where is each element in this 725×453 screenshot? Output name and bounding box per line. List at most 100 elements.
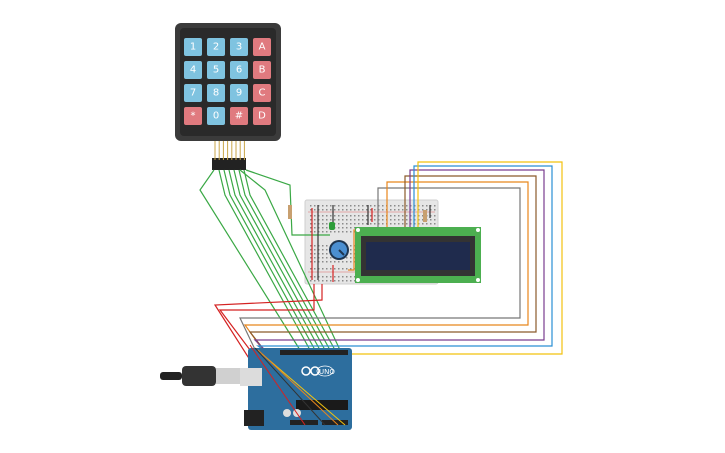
breadboard-hole (310, 257, 312, 259)
breadboard-hole (350, 261, 352, 263)
breadboard-hole (390, 209, 392, 211)
breadboard-hole (422, 219, 424, 221)
key-label: # (235, 111, 243, 122)
breadboard-hole (354, 253, 356, 255)
key-D[interactable] (253, 107, 271, 125)
breadboard-hole (310, 215, 312, 217)
lcd-screen (366, 242, 470, 270)
breadboard-hole (418, 219, 420, 221)
power-header (290, 420, 318, 425)
breadboard-hole (422, 223, 424, 225)
key-B[interactable] (253, 61, 271, 79)
key-1[interactable] (184, 38, 202, 56)
resistor-keypad[interactable] (288, 205, 292, 219)
key-label: A (259, 42, 266, 53)
breadboard-hole (330, 268, 332, 270)
breadboard-hole (354, 205, 356, 207)
uno-label: UNO (319, 368, 335, 376)
key-8[interactable] (207, 84, 225, 102)
breadboard-hole (350, 205, 352, 207)
breadboard-hole (430, 219, 432, 221)
key-4[interactable] (184, 61, 202, 79)
breadboard-hole (402, 223, 404, 225)
breadboard-hole (370, 205, 372, 207)
breadboard-hole (366, 215, 368, 217)
breadboard-hole (338, 219, 340, 221)
breadboard-hole (338, 209, 340, 211)
breadboard-hole (334, 205, 336, 207)
breadboard-hole (338, 231, 340, 233)
wire-keypad-1 (199, 169, 301, 351)
key-*[interactable] (184, 107, 202, 125)
breadboard-hole (314, 205, 316, 207)
breadboard-hole (318, 268, 320, 270)
key-#[interactable] (230, 107, 248, 125)
arduino-uno[interactable]: UNO (240, 348, 352, 430)
key-2[interactable] (207, 38, 225, 56)
potentiometer[interactable] (329, 240, 349, 260)
breadboard-hole (342, 231, 344, 233)
breadboard-hole (366, 209, 368, 211)
led[interactable] (329, 222, 335, 230)
breadboard-hole (382, 215, 384, 217)
key-C[interactable] (253, 84, 271, 102)
breadboard-hole (342, 215, 344, 217)
breadboard-hole (314, 219, 316, 221)
breadboard-hole (366, 205, 368, 207)
breadboard-hole (322, 261, 324, 263)
key-7[interactable] (184, 84, 202, 102)
breadboard-hole (318, 227, 320, 229)
breadboard-hole (310, 261, 312, 263)
resistor-lcd[interactable] (423, 210, 427, 222)
breadboard-hole (334, 280, 336, 282)
breadboard-hole (382, 219, 384, 221)
arduino-logo (301, 366, 311, 376)
breadboard-hole (342, 261, 344, 263)
breadboard-hole (330, 276, 332, 278)
breadboard-hole (382, 209, 384, 211)
key-0[interactable] (207, 107, 225, 125)
breadboard-hole (322, 280, 324, 282)
breadboard-hole (354, 261, 356, 263)
breadboard-hole (426, 223, 428, 225)
breadboard-hole (342, 268, 344, 270)
breadboard-hole (406, 205, 408, 207)
breadboard-hole (326, 249, 328, 251)
key-label: 4 (190, 65, 196, 76)
breadboard-hole (342, 280, 344, 282)
wire-over-3 (254, 347, 326, 426)
breadboard-hole (318, 253, 320, 255)
breadboard-hole (322, 257, 324, 259)
breadboard-hole (334, 276, 336, 278)
lcd-display[interactable] (355, 227, 481, 283)
breadboard-hole (390, 215, 392, 217)
breadboard-hole (314, 227, 316, 229)
breadboard-hole (354, 280, 356, 282)
breadboard-hole (322, 215, 324, 217)
breadboard-hole (326, 253, 328, 255)
key-6[interactable] (230, 61, 248, 79)
breadboard-hole (362, 223, 364, 225)
key-5[interactable] (207, 61, 225, 79)
breadboard-hole (354, 219, 356, 221)
key-3[interactable] (230, 38, 248, 56)
breadboard-hole (398, 215, 400, 217)
wire-keypad-5 (233, 169, 326, 351)
breadboard-hole (394, 223, 396, 225)
breadboard-hole (410, 219, 412, 221)
breadboard-hole (330, 219, 332, 221)
breadboard-hole (314, 231, 316, 233)
breadboard-hole (326, 280, 328, 282)
breadboard-hole (354, 276, 356, 278)
key-A[interactable] (253, 38, 271, 56)
breadboard-hole (322, 231, 324, 233)
breadboard-hole (346, 227, 348, 229)
breadboard-hole (430, 215, 432, 217)
key-9[interactable] (230, 84, 248, 102)
breadboard-hole (358, 205, 360, 207)
breadboard-hole (378, 205, 380, 207)
breadboard-hole (322, 253, 324, 255)
breadboard-hole (350, 227, 352, 229)
